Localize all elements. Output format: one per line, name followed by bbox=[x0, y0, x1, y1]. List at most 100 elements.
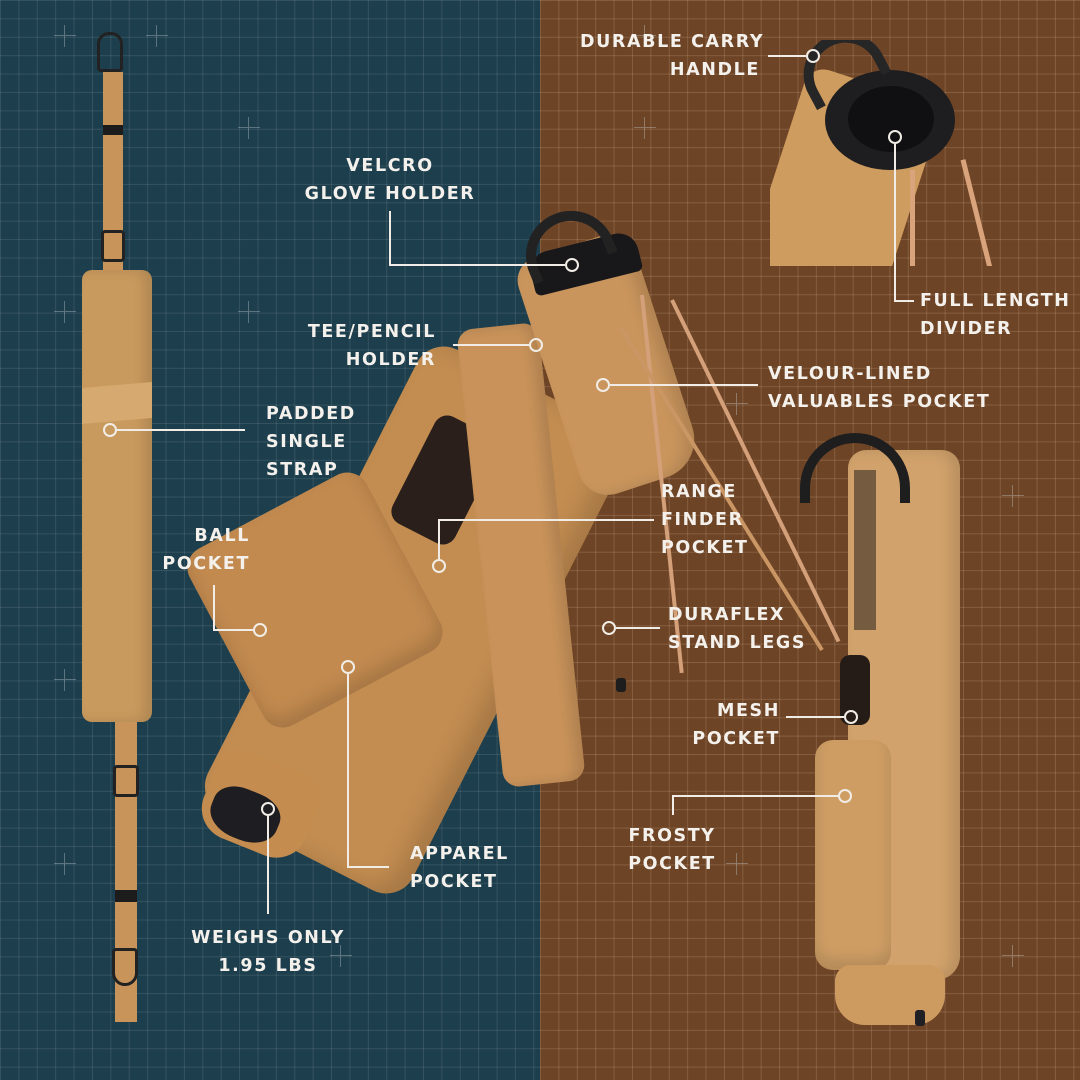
callout-marker-dot bbox=[565, 258, 579, 272]
callout-text-line: VALUABLES POCKET bbox=[768, 392, 991, 412]
grid-cross-marker bbox=[238, 117, 260, 139]
callout-text-line: SINGLE bbox=[266, 432, 347, 452]
grid-cross-marker bbox=[726, 853, 748, 875]
grid-cross-marker bbox=[54, 301, 76, 323]
callout-duraflex-stand-legs: DURAFLEX STAND LEGS bbox=[668, 601, 806, 657]
grid-cross-marker bbox=[54, 853, 76, 875]
connector-line bbox=[438, 519, 440, 559]
bottom-carabiner-clip bbox=[112, 948, 138, 986]
strap-webbing-top bbox=[103, 72, 123, 272]
callout-text-line: TEE/PENCIL bbox=[307, 322, 436, 342]
callout-text-line: VELOUR-LINED bbox=[768, 364, 932, 384]
callout-mesh-pocket: MESH POCKET bbox=[690, 697, 780, 753]
callout-marker-dot bbox=[103, 423, 117, 437]
callout-weighs-only: WEIGHS ONLY 1.95 LBS bbox=[178, 924, 358, 980]
callout-tee-pencil-holder: TEE/PENCIL HOLDER bbox=[290, 318, 436, 374]
connector-line bbox=[438, 519, 654, 521]
callout-marker-dot bbox=[341, 660, 355, 674]
connector-line bbox=[894, 300, 914, 302]
strap-adjust-buckle bbox=[101, 230, 125, 262]
connector-line bbox=[786, 716, 844, 718]
side-bag-frosty-pocket bbox=[815, 740, 891, 970]
side-bag-base bbox=[835, 965, 945, 1025]
strap-lower-keeper bbox=[115, 890, 137, 902]
grid-cross-marker bbox=[634, 117, 656, 139]
grid-cross-marker bbox=[1002, 485, 1024, 507]
grid-cross-marker bbox=[54, 25, 76, 47]
callout-text-line: DURABLE CARRY bbox=[580, 32, 765, 52]
connector-line bbox=[610, 384, 758, 386]
callout-text-line: POCKET bbox=[692, 729, 780, 749]
callout-marker-dot bbox=[261, 802, 275, 816]
detail-stand-leg bbox=[910, 170, 915, 266]
callout-text-line: PADDED bbox=[266, 404, 356, 424]
callout-durable-carry-handle: DURABLE CARRY HANDLE bbox=[580, 28, 765, 84]
callout-ball-pocket: BALL POCKET bbox=[150, 522, 250, 578]
callout-text-line: POCKET bbox=[628, 854, 716, 874]
callout-apparel-pocket: APPAREL POCKET bbox=[410, 840, 509, 896]
side-bag-handle bbox=[800, 433, 910, 503]
connector-line bbox=[213, 585, 215, 631]
callout-padded-single-strap: PADDED SINGLE STRAP bbox=[266, 400, 356, 484]
callout-marker-dot bbox=[253, 623, 267, 637]
callout-text-line: FINDER bbox=[661, 510, 744, 530]
callout-text-line: POCKET bbox=[410, 872, 498, 892]
grid-cross-marker bbox=[330, 945, 352, 967]
callout-marker-dot bbox=[602, 621, 616, 635]
callout-text-line: HOLDER bbox=[345, 350, 436, 370]
connector-line bbox=[389, 264, 565, 266]
callout-marker-dot bbox=[432, 559, 446, 573]
connector-line bbox=[672, 795, 838, 797]
connector-line bbox=[267, 816, 269, 914]
callout-marker-dot bbox=[529, 338, 543, 352]
callout-text-line: POCKET bbox=[162, 554, 250, 574]
strap-keeper-band bbox=[103, 125, 123, 135]
callout-velcro-glove-holder: VELCRO GLOVE HOLDER bbox=[300, 152, 480, 208]
callout-text-line: MESH bbox=[716, 701, 780, 721]
strap-shoulder-pad bbox=[82, 270, 152, 722]
callout-marker-dot bbox=[596, 378, 610, 392]
grid-cross-marker bbox=[54, 669, 76, 691]
callout-text-line: VELCRO bbox=[346, 156, 434, 176]
callout-text-line: 1.95 LBS bbox=[218, 956, 318, 976]
callout-text-line: FULL LENGTH bbox=[920, 291, 1071, 311]
callout-text-line: BALL bbox=[194, 526, 250, 546]
grid-cross-marker bbox=[238, 301, 260, 323]
top-carabiner-clip bbox=[97, 32, 123, 72]
callout-frosty-pocket: FROSTY POCKET bbox=[612, 822, 732, 878]
grid-cross-marker bbox=[1002, 945, 1024, 967]
connector-line bbox=[894, 144, 896, 302]
callout-velour-lined-pocket: VELOUR-LINED VALUABLES POCKET bbox=[768, 360, 990, 416]
strap-webbing-bottom bbox=[115, 722, 137, 1022]
callout-text-line: STAND LEGS bbox=[668, 633, 807, 653]
connector-line bbox=[347, 866, 389, 868]
detail-stand-leg bbox=[960, 159, 995, 266]
side-bag-stand-foot bbox=[915, 1010, 925, 1026]
connector-line bbox=[117, 429, 245, 431]
connector-line bbox=[389, 211, 391, 265]
stand-leg-foot bbox=[616, 678, 626, 692]
callout-text-line: GLOVE HOLDER bbox=[304, 184, 476, 204]
connector-line bbox=[347, 674, 349, 868]
callout-text-line: WEIGHS ONLY bbox=[191, 928, 345, 948]
callout-text-line: POCKET bbox=[661, 538, 749, 558]
callout-text-line: HANDLE bbox=[669, 60, 760, 80]
callout-text-line: RANGE bbox=[661, 482, 737, 502]
connector-line bbox=[213, 629, 253, 631]
callout-text-line: STRAP bbox=[266, 460, 339, 480]
connector-line bbox=[768, 55, 806, 57]
callout-text-line: APPAREL bbox=[410, 844, 509, 864]
grid-cross-marker bbox=[146, 25, 168, 47]
callout-marker-dot bbox=[806, 49, 820, 63]
callout-text-line: DIVIDER bbox=[920, 319, 1013, 339]
callout-full-length-divider: FULL LENGTH DIVIDER bbox=[920, 287, 1071, 343]
strap-lower-buckle bbox=[113, 765, 139, 797]
callout-range-finder-pocket: RANGE FINDER POCKET bbox=[661, 478, 749, 562]
grid-cross-marker bbox=[726, 393, 748, 415]
callout-marker-dot bbox=[844, 710, 858, 724]
callout-marker-dot bbox=[838, 789, 852, 803]
callout-text-line: FROSTY bbox=[628, 826, 716, 846]
top-handle-detail-image bbox=[770, 40, 1040, 266]
side-bag-strap-band bbox=[854, 470, 876, 630]
